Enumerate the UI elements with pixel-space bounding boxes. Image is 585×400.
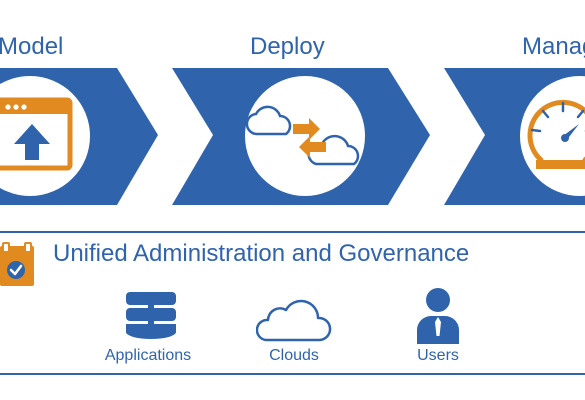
stage-title-model: Model <box>0 33 64 60</box>
process-flow <box>0 68 585 205</box>
stage-title-manage: Manag <box>522 33 585 60</box>
governance-title: Unified Administration and Governance <box>53 240 470 267</box>
user-icon <box>417 288 459 344</box>
database-icon <box>126 292 176 339</box>
browser-upload-icon <box>0 97 73 171</box>
cloud-sync-icon <box>245 105 360 166</box>
stage-circle-deploy <box>245 76 365 196</box>
cloud-icon <box>256 299 332 342</box>
speedometer-icon <box>527 99 585 169</box>
resource-label-applications: Applications <box>104 347 192 364</box>
governance-panel-top-border <box>0 231 585 233</box>
stage-title-deploy: Deploy <box>250 33 325 60</box>
resource-label-clouds: Clouds <box>269 347 319 364</box>
governance-panel-bottom-border <box>0 373 585 375</box>
resource-label-users: Users <box>417 347 459 364</box>
clipboard-check-icon <box>0 242 34 286</box>
